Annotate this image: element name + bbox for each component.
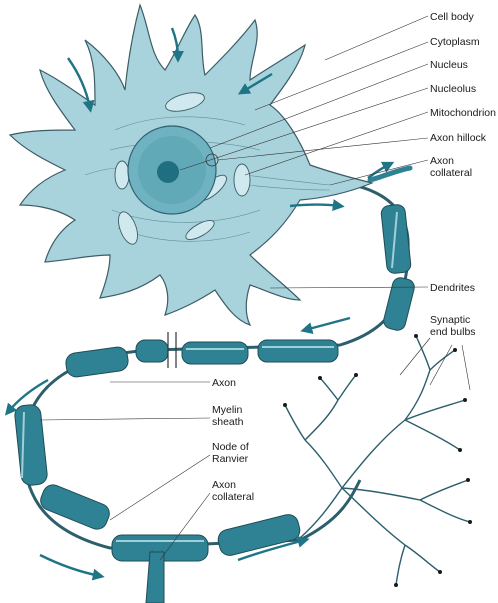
mitochondrion bbox=[114, 160, 130, 190]
myelin-segment bbox=[14, 404, 48, 486]
flow-arrow bbox=[4, 378, 49, 416]
flow-arrow bbox=[170, 27, 184, 63]
label-line: Node of bbox=[212, 441, 249, 453]
label-line: Synaptic bbox=[430, 314, 470, 326]
axon-break bbox=[167, 332, 177, 368]
flow-arrow bbox=[67, 57, 95, 113]
axon-terminal-tree bbox=[284, 335, 471, 586]
myelin-segment bbox=[217, 514, 301, 556]
flow-arrow bbox=[237, 72, 273, 95]
nucleolus bbox=[157, 161, 179, 183]
label-nucleus: Nucleus bbox=[430, 59, 468, 71]
flow-arrow bbox=[289, 199, 345, 211]
myelin-segment bbox=[65, 346, 129, 378]
mitochondrion bbox=[165, 92, 205, 112]
flow-arrows bbox=[4, 27, 395, 581]
label-line: Myelin bbox=[212, 404, 243, 416]
leader-lines bbox=[39, 15, 471, 561]
label-axon: Axon bbox=[212, 377, 236, 389]
label-node-of-ranvier: Node of Ranvier bbox=[212, 441, 252, 465]
label-synaptic-end-bulbs: Synaptic end bulbs bbox=[430, 314, 476, 338]
flow-arrow bbox=[39, 553, 105, 581]
myelin-segment bbox=[181, 341, 249, 365]
label-axon-collateral-bottom: Axon collateral bbox=[212, 479, 254, 503]
label-line: Axon bbox=[430, 155, 454, 167]
axon-collateral-top bbox=[367, 165, 413, 183]
mitochondrion bbox=[185, 220, 215, 240]
synaptic-bulbs bbox=[283, 334, 472, 587]
label-cell-body: Cell body bbox=[430, 11, 475, 23]
flow-arrow bbox=[300, 316, 351, 334]
myelin-segment bbox=[257, 339, 339, 363]
label-axon-hillock: Axon hillock bbox=[430, 132, 487, 144]
flow-arrow bbox=[237, 536, 310, 562]
label-line: Axon bbox=[212, 479, 236, 491]
label-line: collateral bbox=[430, 167, 472, 179]
label-cytoplasm: Cytoplasm bbox=[430, 36, 480, 48]
cell-body-group bbox=[8, 3, 374, 327]
myelin-segments bbox=[14, 204, 415, 562]
label-line: sheath bbox=[212, 416, 244, 428]
myelin-segment bbox=[135, 339, 169, 363]
label-myelin-sheath: Myelin sheath bbox=[212, 404, 245, 428]
label-line: end bulbs bbox=[430, 326, 476, 338]
label-dendrites: Dendrites bbox=[430, 282, 475, 294]
label-line: collateral bbox=[212, 491, 254, 503]
axon-loop bbox=[14, 165, 415, 603]
myelin-segment bbox=[383, 277, 415, 331]
mitochondrion bbox=[233, 163, 251, 197]
axon-collateral-branch-fill bbox=[145, 551, 165, 603]
label-nucleolus: Nucleolus bbox=[430, 83, 476, 95]
myelin-segment bbox=[380, 204, 412, 274]
flow-arrow bbox=[367, 161, 395, 179]
myelin-highlights bbox=[21, 211, 398, 542]
label-line: Ranvier bbox=[212, 453, 249, 465]
myelin-segment bbox=[40, 484, 110, 530]
mitochondrion bbox=[118, 211, 138, 245]
labels: Cell body Cytoplasm Nucleus Nucleolus Mi… bbox=[212, 11, 496, 503]
label-mitochondrion: Mitochondrion bbox=[430, 107, 496, 119]
label-axon-collateral-top: Axon collateral bbox=[430, 155, 472, 179]
